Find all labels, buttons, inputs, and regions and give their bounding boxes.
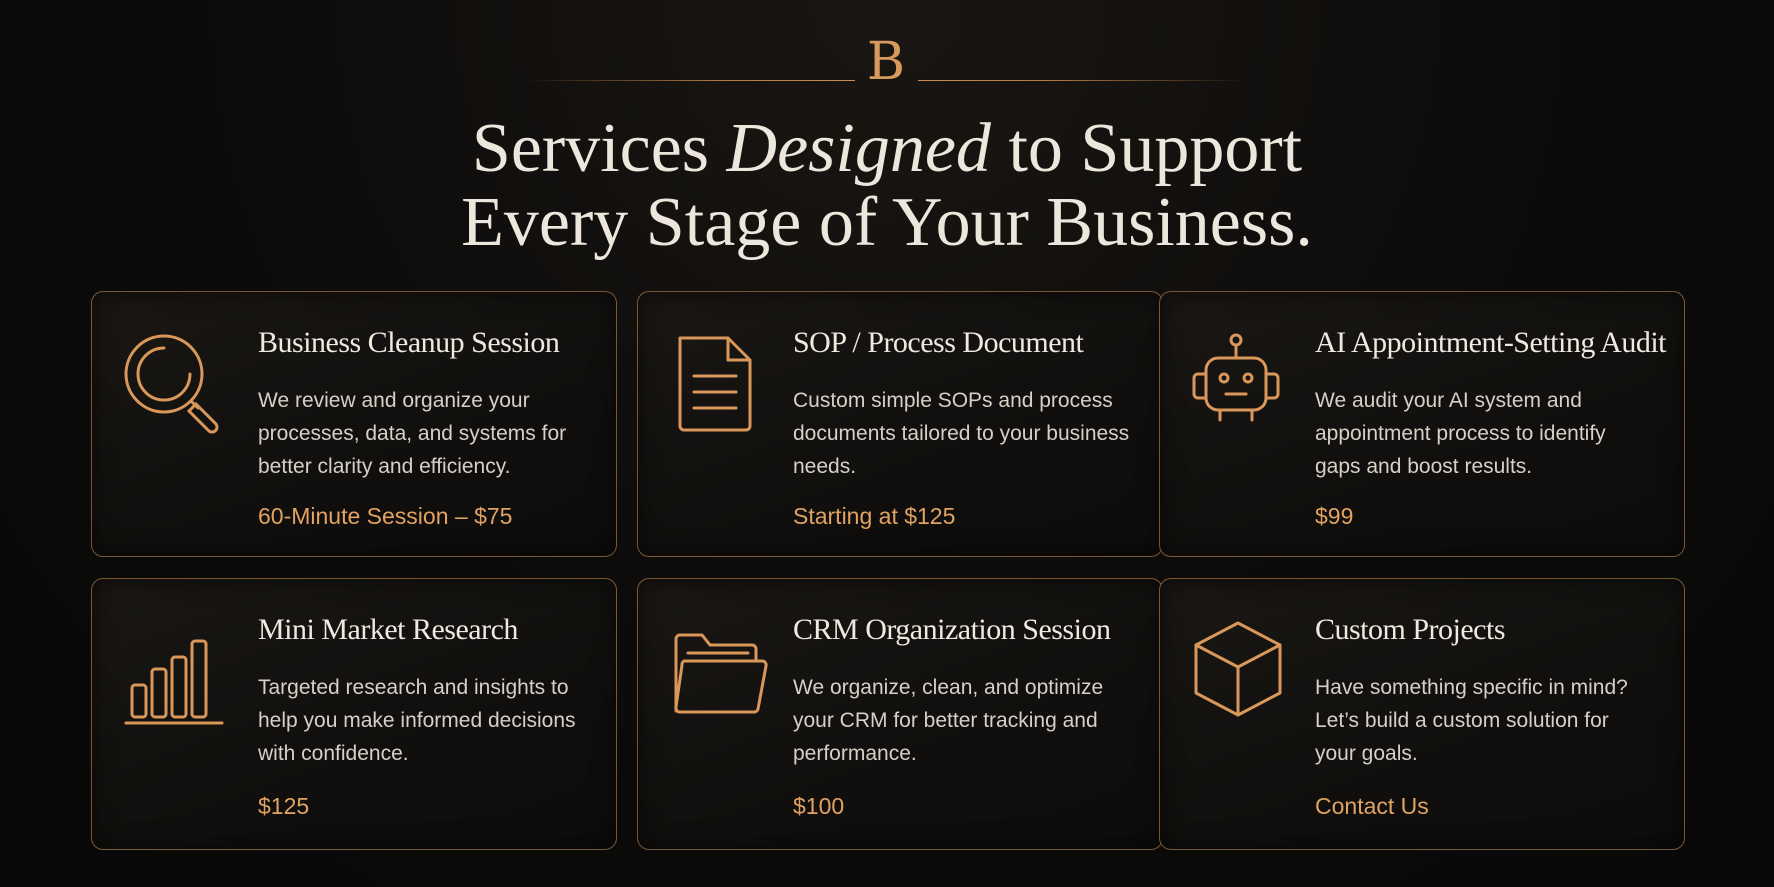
card-description: We review and organize your processes, d… — [258, 389, 567, 478]
card-description: We audit your AI system and appointment … — [1315, 389, 1606, 478]
magnifying-glass-icon — [120, 330, 230, 440]
card-description: Have something specific in mind? Let’s b… — [1315, 676, 1628, 765]
document-icon — [668, 330, 778, 440]
card-price: 60-Minute Session – $75 — [258, 503, 513, 529]
card-title: Mini Market Research — [258, 613, 518, 646]
card-title: AI Appointment-Setting Audit — [1315, 326, 1667, 359]
robot-icon — [1186, 330, 1296, 440]
card-title: Business Cleanup Session — [258, 326, 560, 359]
card-price: Starting at $125 — [793, 503, 956, 529]
card-description: Custom simple SOPs and process documents… — [793, 389, 1130, 478]
card-price: $125 — [258, 793, 310, 819]
title-part: to Support — [990, 110, 1303, 187]
service-card-custom-projects[interactable]: Custom Projects Have something specific … — [1159, 578, 1685, 850]
cube-icon — [1192, 619, 1302, 729]
service-card-ai-audit[interactable]: AI Appointment-Setting Audit We audit yo… — [1159, 291, 1685, 557]
title-line-2: Every Stage of Your Business. — [461, 184, 1313, 261]
title-part: Services — [471, 110, 727, 187]
brand-logo: B — [866, 32, 906, 92]
bar-chart-icon — [124, 623, 234, 733]
card-title: Custom Projects — [1315, 613, 1506, 646]
divider-right — [918, 80, 1248, 81]
card-title: CRM Organization Session — [793, 613, 1111, 646]
card-description: We organize, clean, and optimize your CR… — [793, 676, 1104, 765]
card-title: SOP / Process Document — [793, 326, 1084, 359]
folder-icon — [672, 623, 782, 733]
contact-us-link[interactable]: Contact Us — [1315, 793, 1429, 819]
service-card-crm-organization[interactable]: CRM Organization Session We organize, cl… — [637, 578, 1163, 850]
divider-left — [525, 80, 855, 81]
service-card-market-research[interactable]: Mini Market Research Targeted research a… — [91, 578, 617, 850]
logo-header: B — [0, 30, 1774, 92]
service-card-sop-document[interactable]: SOP / Process Document Custom simple SOP… — [637, 291, 1163, 557]
page-title: Services Designed to Support Every Stage… — [0, 112, 1774, 260]
card-description: Targeted research and insights to help y… — [258, 676, 576, 765]
service-card-business-cleanup[interactable]: Business Cleanup Session We review and o… — [91, 291, 617, 557]
card-price: $99 — [1315, 503, 1354, 529]
title-emphasis: Designed — [726, 110, 991, 187]
card-price: $100 — [793, 793, 845, 819]
